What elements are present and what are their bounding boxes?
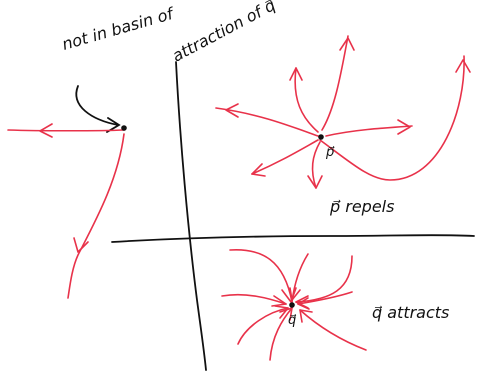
horizontal-axis (111, 234, 475, 243)
left-trajectory-down (67, 133, 125, 299)
p-repels-label: p⃗ repels (329, 197, 394, 216)
q-attracts-label: q⃗ attracts (372, 303, 449, 322)
pointer-arrow (75, 85, 121, 133)
left-fixed-point (121, 125, 127, 131)
p-fixed-point (318, 134, 324, 140)
vertical-axis (175, 61, 207, 371)
p-label: p⃗ (325, 145, 335, 160)
q-label: q⃗ (288, 313, 297, 328)
not-in-basin-label-line2: attraction of q⃗ (169, 0, 279, 66)
not-in-basin-label-line1: not in basin of (60, 3, 177, 53)
p-trajectories (215, 35, 471, 189)
left-point-trajectories (7, 123, 125, 299)
left-trajectory (7, 129, 125, 132)
q-trajectories (221, 249, 367, 361)
q-fixed-point (289, 302, 295, 308)
